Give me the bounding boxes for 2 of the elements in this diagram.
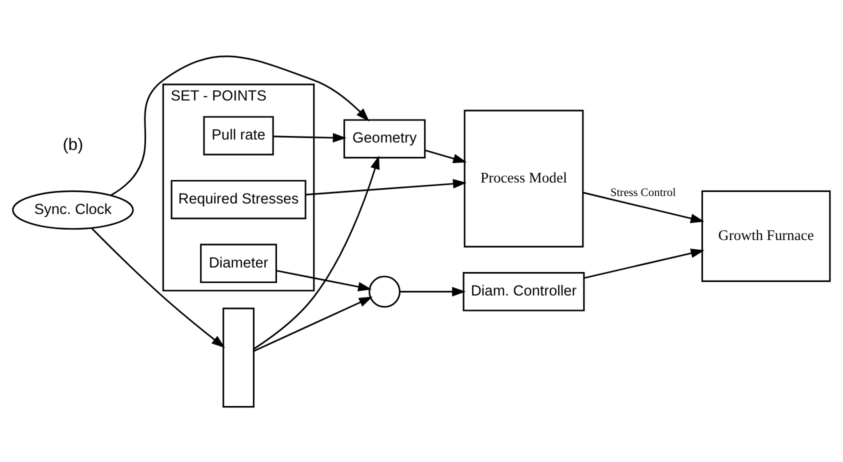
edge-label: Stress Control: [610, 186, 676, 199]
label: (b): [62, 134, 84, 154]
